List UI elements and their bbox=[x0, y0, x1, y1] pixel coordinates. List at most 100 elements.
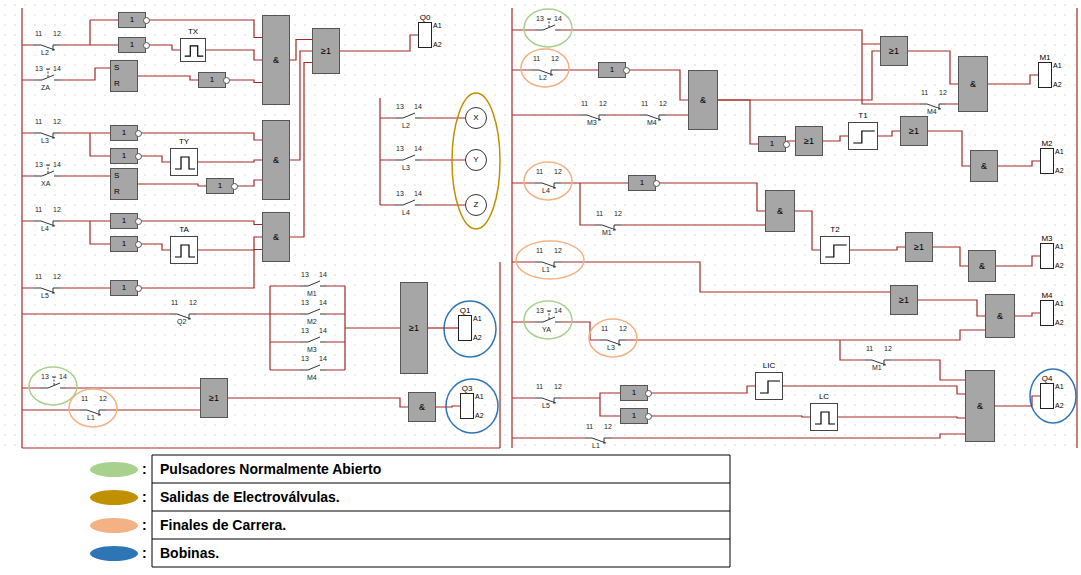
timer-name: T1 bbox=[849, 112, 877, 120]
relay-coil: M3A1A2 bbox=[1040, 243, 1054, 269]
gate-symbol: 1 bbox=[130, 16, 134, 24]
not-bubble bbox=[223, 77, 230, 84]
latch-input: R bbox=[114, 80, 120, 88]
contact-name: L3 bbox=[40, 137, 50, 145]
gate-symbol: ≥1 bbox=[889, 47, 899, 56]
terminal-number: 12 bbox=[938, 89, 948, 97]
terminal-number: 13 bbox=[300, 299, 310, 307]
gate-symbol: ≥1 bbox=[209, 394, 219, 403]
gate-symbol: & bbox=[979, 262, 985, 271]
contact-symbol bbox=[300, 309, 326, 314]
wire-connector bbox=[838, 417, 965, 418]
highlight-ellipse bbox=[444, 301, 496, 357]
legend-text: Bobinas. bbox=[160, 545, 219, 561]
terminal-number: 11 bbox=[640, 100, 649, 108]
gate-symbol: & bbox=[273, 156, 279, 165]
terminal-number: 12 bbox=[52, 30, 62, 38]
wire-connector bbox=[988, 75, 1038, 84]
highlight-ellipse bbox=[452, 93, 500, 229]
wire-connector bbox=[226, 80, 262, 83]
terminal-number: 14 bbox=[52, 161, 62, 169]
gate-symbol: & bbox=[997, 312, 1003, 321]
wire-connector bbox=[626, 70, 688, 100]
terminal-number: 14 bbox=[318, 299, 328, 307]
timer-name: TY bbox=[171, 138, 197, 146]
valve-output: Z bbox=[465, 194, 487, 216]
terminal-number: 12 bbox=[553, 168, 563, 176]
logic-gate: ≥1 bbox=[200, 378, 228, 418]
gate-symbol: 1 bbox=[632, 412, 636, 420]
terminal-number: 11 bbox=[535, 383, 544, 391]
relay-coil: M1A1A2 bbox=[1038, 62, 1052, 88]
contact-name: M3 bbox=[306, 346, 318, 354]
logic-gate: & bbox=[958, 56, 988, 112]
logic-gate: ≥1 bbox=[400, 282, 428, 374]
wire-connector bbox=[648, 416, 810, 417]
terminal-number: 11 bbox=[34, 30, 43, 38]
not-bubble bbox=[135, 218, 142, 225]
coil-terminal: A1 bbox=[1055, 243, 1064, 250]
terminal-number: 14 bbox=[318, 271, 328, 279]
wire-connector bbox=[908, 51, 958, 84]
logic-gate: & bbox=[985, 294, 1015, 338]
gate-symbol: ≥1 bbox=[909, 127, 919, 136]
wire bbox=[22, 313, 270, 314]
terminal-number: 11 bbox=[865, 345, 874, 353]
terminal-number: 11 bbox=[585, 423, 594, 431]
timer-block: LC bbox=[810, 403, 838, 431]
logic-gate: & bbox=[262, 15, 290, 105]
contact-name: Q2 bbox=[176, 318, 187, 326]
contact-symbol bbox=[300, 365, 326, 370]
contact-name: M4 bbox=[646, 119, 658, 127]
timer-waveform bbox=[825, 245, 846, 257]
terminal-number: 12 bbox=[188, 299, 198, 307]
wire-connector bbox=[290, 63, 312, 238]
timer-block: T1 bbox=[848, 122, 878, 150]
coil-terminal: A2 bbox=[1055, 167, 1064, 174]
wire-connector bbox=[850, 247, 905, 250]
timer-block: TY bbox=[170, 148, 198, 176]
timer-icon bbox=[811, 404, 839, 432]
not-gate: 1 bbox=[118, 37, 146, 53]
gate-symbol: 1 bbox=[130, 41, 134, 49]
contact-name: L5 bbox=[40, 292, 50, 300]
coil-terminal: A2 bbox=[1053, 81, 1062, 88]
relay-coil: Q3A1A2 bbox=[460, 393, 474, 419]
wire-connector bbox=[656, 183, 765, 211]
relay-coil: M4A1A2 bbox=[1040, 300, 1054, 326]
timer-icon bbox=[821, 237, 851, 265]
terminal-number: 13 bbox=[395, 145, 405, 153]
terminal-number: 14 bbox=[413, 190, 423, 198]
wire-connector bbox=[996, 256, 1040, 266]
grid-dots bbox=[0, 0, 1081, 452]
wire-connector bbox=[823, 136, 848, 141]
terminal-number: 14 bbox=[553, 15, 563, 23]
wire-connector bbox=[138, 244, 170, 250]
terminal-number: 13 bbox=[535, 15, 545, 23]
contact-name: M4 bbox=[926, 108, 938, 116]
latch-input: S bbox=[114, 64, 119, 72]
terminal-number: 11 bbox=[34, 206, 43, 214]
timer-waveform bbox=[175, 157, 195, 169]
highlight-ellipse bbox=[524, 9, 572, 47]
contact-symbol bbox=[395, 113, 421, 118]
not-gate: 1 bbox=[198, 72, 226, 88]
timer-waveform bbox=[853, 131, 874, 143]
relay-coil: Q4A1A2 bbox=[1040, 383, 1054, 409]
not-bubble bbox=[653, 180, 660, 187]
terminal-number: 14 bbox=[413, 145, 423, 153]
wire bbox=[512, 322, 985, 380]
timer-icon bbox=[756, 373, 784, 401]
legend-colon: : bbox=[141, 489, 148, 505]
contact-name: L3 bbox=[401, 164, 411, 172]
terminal-number: 13 bbox=[535, 307, 545, 315]
not-bubble bbox=[645, 390, 652, 397]
gate-symbol: 1 bbox=[122, 217, 126, 225]
not-bubble bbox=[783, 141, 790, 148]
gate-symbol: & bbox=[700, 96, 706, 105]
timer-icon bbox=[171, 149, 199, 177]
valve-name: Y bbox=[473, 156, 478, 164]
terminal-number: 11 bbox=[580, 100, 589, 108]
logic-gate: & bbox=[688, 70, 718, 130]
